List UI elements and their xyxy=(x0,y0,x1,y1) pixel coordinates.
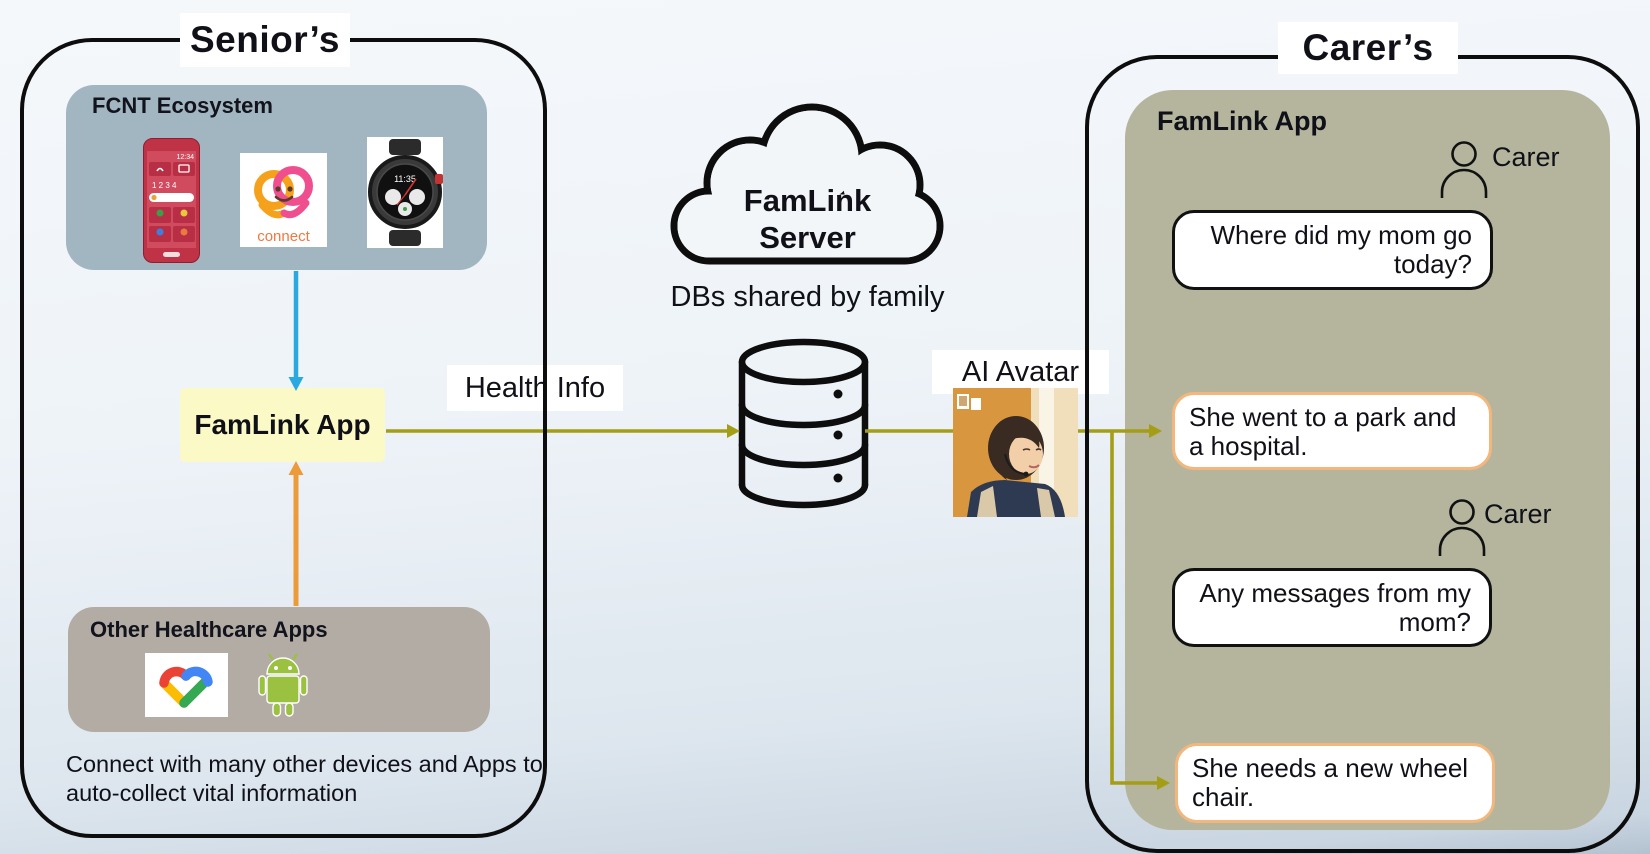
carer2-person-icon xyxy=(1438,499,1486,556)
carer2-label: Carer xyxy=(1484,499,1552,529)
senior-caption-line1: Connect with many other devices and Apps… xyxy=(66,751,543,777)
feature-phone-icon: 12:34 1 2 3 4 xyxy=(143,138,200,263)
carers-title-text: Carer’s xyxy=(1302,27,1434,68)
database-icon xyxy=(738,338,869,509)
db-shared-caption: DBs shared by family xyxy=(670,281,945,313)
carer-question-bubble-1: Where did my mom go today? xyxy=(1172,210,1493,290)
arrow-famlink-to-db xyxy=(386,424,740,438)
connect-app-tile: connect xyxy=(240,153,327,247)
ai-avatar-photo xyxy=(953,388,1078,517)
watch-clock-text: 11:35 xyxy=(394,174,416,184)
fcnt-ecosystem-label: FCNT Ecosystem xyxy=(92,93,273,118)
arrow-otherapps-to-famlink xyxy=(288,461,304,606)
seniors-title-text: Senior’s xyxy=(190,19,340,60)
famlink-server-line2: Server xyxy=(759,220,856,255)
reply1-line1: She went to a park and xyxy=(1189,402,1457,432)
connect-app-text: connect xyxy=(257,228,310,245)
android-icon xyxy=(258,653,308,717)
senior-caption: Connect with many other devices and Apps… xyxy=(66,750,546,808)
avatar-reply-bubble-2: She needs a new wheel chair. xyxy=(1175,743,1495,823)
carer-famlink-app-label: FamLink App xyxy=(1157,106,1328,136)
smartwatch-tile: 11:35 xyxy=(367,137,443,248)
bubble1-line2: today? xyxy=(1393,249,1472,279)
phone-clock-text: 12:34 xyxy=(176,154,194,161)
bubble2-line1: Any messages from my xyxy=(1199,578,1471,608)
seniors-panel-title: Senior’s xyxy=(180,13,350,67)
arrow-fcnt-to-famlink xyxy=(288,271,304,391)
cloud-icon xyxy=(670,103,944,265)
famlink-server-line1: FamLink xyxy=(743,183,872,218)
famlink-server-label: FamLink Server xyxy=(660,182,955,256)
carers-panel-title: Carer’s xyxy=(1278,22,1458,74)
other-healthcare-apps-label: Other Healthcare Apps xyxy=(90,617,328,642)
carer-question-bubble-2: Any messages from my mom? xyxy=(1172,568,1492,647)
senior-caption-line2: auto-collect vital information xyxy=(66,780,358,806)
google-fit-tile xyxy=(145,653,228,717)
reply2-line2: chair. xyxy=(1192,782,1255,812)
bubble1-line1: Where did my mom go xyxy=(1210,220,1472,250)
connect-app-icon: connect xyxy=(254,166,313,245)
bubble2-line2: mom? xyxy=(1398,607,1471,637)
carer1-label: Carer xyxy=(1492,142,1560,172)
ai-avatar-label: AI Avatar xyxy=(932,350,1109,394)
carer1-person-icon xyxy=(1440,141,1488,198)
svg-text:1 2 3 4: 1 2 3 4 xyxy=(152,181,177,190)
avatar-reply-bubble-1: She went to a park and a hospital. xyxy=(1172,392,1492,470)
health-info-label: Health Info xyxy=(447,365,623,411)
famlink-app-box: FamLink App xyxy=(180,388,385,462)
famlink-app-label: FamLink App xyxy=(194,409,371,440)
reply2-line1: She needs a new wheel xyxy=(1192,753,1469,783)
google-fit-icon xyxy=(159,666,213,708)
reply1-line2: a hospital. xyxy=(1189,431,1308,461)
smartwatch-icon: 11:35 xyxy=(368,139,443,246)
